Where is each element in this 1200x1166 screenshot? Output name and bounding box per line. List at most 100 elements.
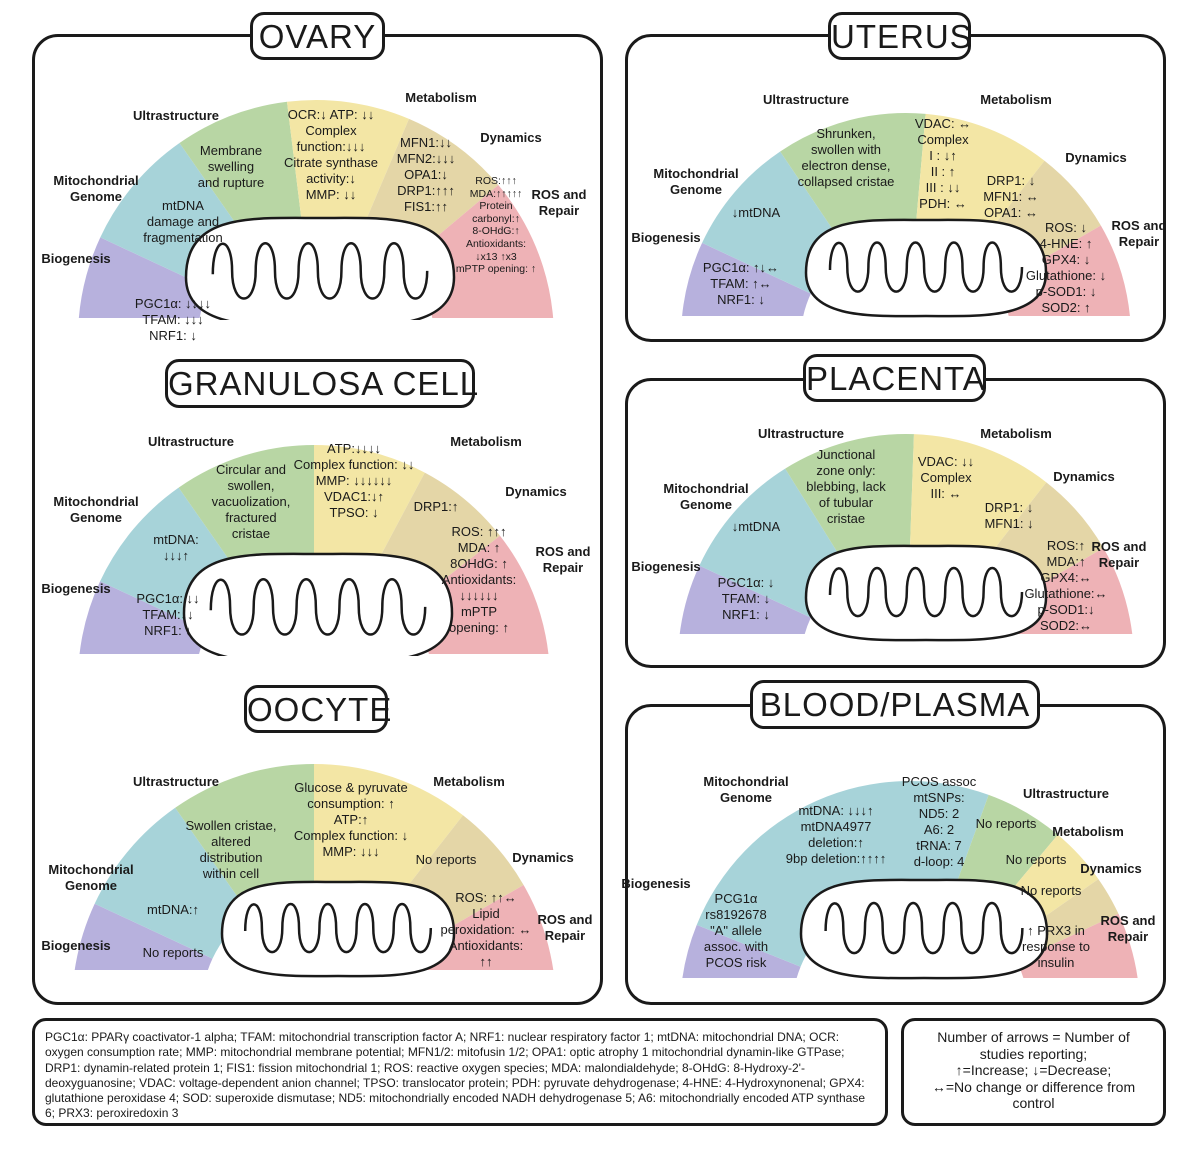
blood-biogenesis-text: PCG1α rs8192678 "A" allele assoc. with P… [703, 891, 769, 970]
placenta-ultrastructure-text: Junctional zone only: blebbing, lack of … [806, 447, 886, 526]
label-ultrastructure: Ultrastructure [133, 774, 219, 789]
diag-oocyte-wedge-ultrastructure [175, 764, 314, 915]
ovary-dynamics-text: MFN1:↓↓ MFN2:↓↓↓ OPA1:↓ DRP1:↑↑↑ FIS1:↑↑ [396, 135, 456, 214]
arrow-key: Number of arrows = Number of studies rep… [901, 1018, 1166, 1126]
blood-title: BLOOD/PLASMA [750, 680, 1040, 729]
label-genome: Mitochondrial Genome [663, 481, 749, 512]
mitochondrion-icon [799, 878, 1049, 980]
oocyte-dynamics-text: No reports [415, 852, 477, 867]
diag-uterus-wedge-biogenesis [682, 242, 811, 316]
ovary-ros-text: ROS:↑↑↑ MDA:↑↑↑↑↑ Protein carbonyl:↑ 8-O… [455, 175, 537, 276]
uterus-ultrastructure-text: Shrunken, swollen with electron dense, c… [797, 126, 895, 189]
uterus-diagram: PGC1α: ↑↓↔ TFAM: ↑↔ NRF1: ↓ ↓mtDNA Shrunke… [626, 88, 1166, 328]
blood-genome-b-text: PCOS assoc mtSNPs: ND5: 2 A6: 2 tRNA: 7 … [901, 774, 977, 869]
granulosa-ros-text: ROS: ↑↑↑ MDA: ↑ 8OHdG: ↑ Antioxidants: ↓… [441, 524, 517, 635]
label-ros: ROS and Repair [1111, 218, 1167, 249]
label-metabolism: Metabolism [433, 774, 505, 789]
ovary-genome-text: mtDNA damage and fragmentation [143, 198, 223, 245]
diag-ovary-wedge-ultrastructure [179, 101, 302, 242]
uterus-metabolism-text: VDAC: ↔ Complex I : ↓↑ II : ↑ III : ↓↓ P… [914, 116, 972, 211]
label-ultrastructure: Ultrastructure [1023, 786, 1109, 801]
diag-blood-wedge-genome [696, 781, 989, 967]
diag-uterus-arc [682, 113, 1130, 318]
diag-ovary-wedge-biogenesis [78, 237, 210, 318]
label-metabolism: Metabolism [980, 92, 1052, 107]
label-biogenesis: Biogenesis [631, 230, 701, 245]
oocyte-ros-text: ROS: ↑↑↔ Lipid peroxidation: ↔ Antioxida… [440, 890, 532, 969]
mitochondrion-icon [804, 544, 1048, 642]
label-metabolism: Metabolism [405, 90, 477, 105]
label-metabolism: Metabolism [1052, 824, 1124, 839]
label-biogenesis: Biogenesis [41, 581, 111, 596]
label-dynamics: Dynamics [512, 850, 574, 865]
label-ultrastructure: Ultrastructure [133, 108, 219, 123]
uterus-title: UTERUS [828, 12, 972, 60]
diag-placenta-wedge-ultrastructure [785, 434, 914, 573]
oocyte-metabolism-text: Glucose & pyruvate consumption: ↑ ATP:↑ … [293, 780, 409, 859]
oocyte-ultrastructure-text: Swollen cristae, altered distribution wi… [185, 818, 277, 881]
oocyte-diagram: No reports mtDNA:↑ Swollen cristae, altere… [36, 760, 596, 980]
label-biogenesis: Biogenesis [41, 251, 111, 266]
mitochondrion-icon [804, 218, 1048, 318]
diag-ovary-arc [78, 100, 554, 320]
diag-oocyte-wedge-metabolism [314, 764, 463, 918]
oocyte-title: OOCYTE [244, 685, 391, 733]
label-ros: ROS and Repair [537, 912, 593, 943]
label-ros: ROS and Repair [535, 544, 591, 575]
label-ros: ROS and Repair [531, 187, 587, 218]
blood-metabolism-text: No reports [1005, 852, 1067, 867]
diag-ovary-wedge-metabolism [286, 100, 409, 230]
uterus-ros-text: ROS: ↓ 4-HNE: ↑ GPX4: ↓ Glutathione: ↓ p… [1025, 220, 1107, 315]
label-genome: Mitochondrial Genome [53, 494, 139, 525]
diag-placenta-wedge-metabolism [909, 434, 1047, 580]
ovary-diagram: PGC1α: ↓↓↓↓ TFAM: ↓↓↓ NRF1: ↓ mtDNA damag… [36, 80, 596, 343]
label-genome: Mitochondrial Genome [48, 862, 134, 893]
granulosa-title: GRANULOSA CELL [165, 359, 478, 408]
blood-dynamics-text: No reports [1020, 883, 1082, 898]
granulosa-metabolism-text: ATP:↓↓↓↓ Complex function: ↓↓ MMP: ↓↓↓↓↓… [293, 441, 415, 520]
granulosa-dynamics-text: DRP1:↑ [413, 499, 459, 514]
diag-oocyte-wedge-biogenesis [74, 903, 213, 970]
placenta-dynamics-text: DRP1: ↓ MFN1: ↓ [984, 500, 1034, 531]
label-genome: Mitochondrial Genome [703, 774, 789, 805]
label-biogenesis: Biogenesis [621, 876, 691, 891]
label-metabolism: Metabolism [450, 434, 522, 449]
oocyte-genome-text: mtDNA:↑ [147, 902, 199, 917]
placenta-metabolism-text: VDAC: ↓↓ Complex III: ↔ [917, 454, 975, 501]
label-dynamics: Dynamics [1065, 150, 1127, 165]
diag-granulosa-arc [79, 445, 549, 656]
ovary-ultrastructure-text: Membrane swelling and rupture [197, 143, 265, 190]
label-biogenesis: Biogenesis [631, 559, 701, 574]
granulosa-biogenesis-text: PGC1α: ↓↓ TFAM:↓↓ NRF1: ↓ [136, 591, 200, 638]
diag-uterus-wedge-ultrastructure [780, 113, 926, 251]
mitochondrion-icon [220, 880, 456, 978]
placenta-genome-text: ↓mtDNA [731, 519, 781, 534]
placenta-title: PLACENTA [803, 354, 986, 402]
placenta-ros-text: ROS:↑ MDA:↑ GPX4:↔ Glutathione:↔ p-SOD1:… [1024, 538, 1108, 633]
uterus-genome-text: ↓mtDNA [731, 205, 781, 220]
label-dynamics: Dynamics [505, 484, 567, 499]
uterus-dynamics-text: DRP1: ↓ MFN1: ↔ OPA1: ↔ [983, 173, 1039, 220]
granulosa-diagram: PGC1α: ↓↓ TFAM:↓↓ NRF1: ↓ mtDNA: ↓↓↓↑ Circ… [36, 426, 596, 656]
oocyte-biogenesis-text: No reports [142, 945, 204, 960]
diag-blood-wedge-ros [1016, 913, 1138, 978]
label-ultrastructure: Ultrastructure [148, 434, 234, 449]
uterus-biogenesis-text: PGC1α: ↑↓↔ TFAM: ↑↔ NRF1: ↓ [702, 260, 780, 307]
ovary-title: OVARY [250, 12, 385, 60]
granulosa-ultrastructure-text: Circular and swollen, vacuolization, fra… [211, 462, 291, 541]
diag-oocyte-arc [74, 764, 554, 978]
diag-placenta-arc [679, 434, 1133, 642]
label-dynamics: Dynamics [480, 130, 542, 145]
diag-granulosa-wedge-biogenesis [79, 581, 208, 654]
label-genome: Mitochondrial Genome [653, 166, 739, 197]
diag-placenta-wedge-biogenesis [679, 565, 811, 634]
label-dynamics: Dynamics [1053, 469, 1115, 484]
label-ultrastructure: Ultrastructure [763, 92, 849, 107]
ovary-biogenesis-text: PGC1α: ↓↓↓↓ TFAM: ↓↓↓ NRF1: ↓ [134, 296, 212, 343]
diag-oocyte-wedge-genome [94, 807, 250, 959]
granulosa-genome-text: mtDNA: ↓↓↓↑ [153, 532, 199, 563]
mitochondrion-icon [182, 552, 454, 656]
ovary-metabolism-text: OCR:↓ ATP: ↓↓ Complex function:↓↓↓ Citra… [284, 107, 378, 202]
diag-granulosa-wedge-metabolism [314, 445, 425, 577]
